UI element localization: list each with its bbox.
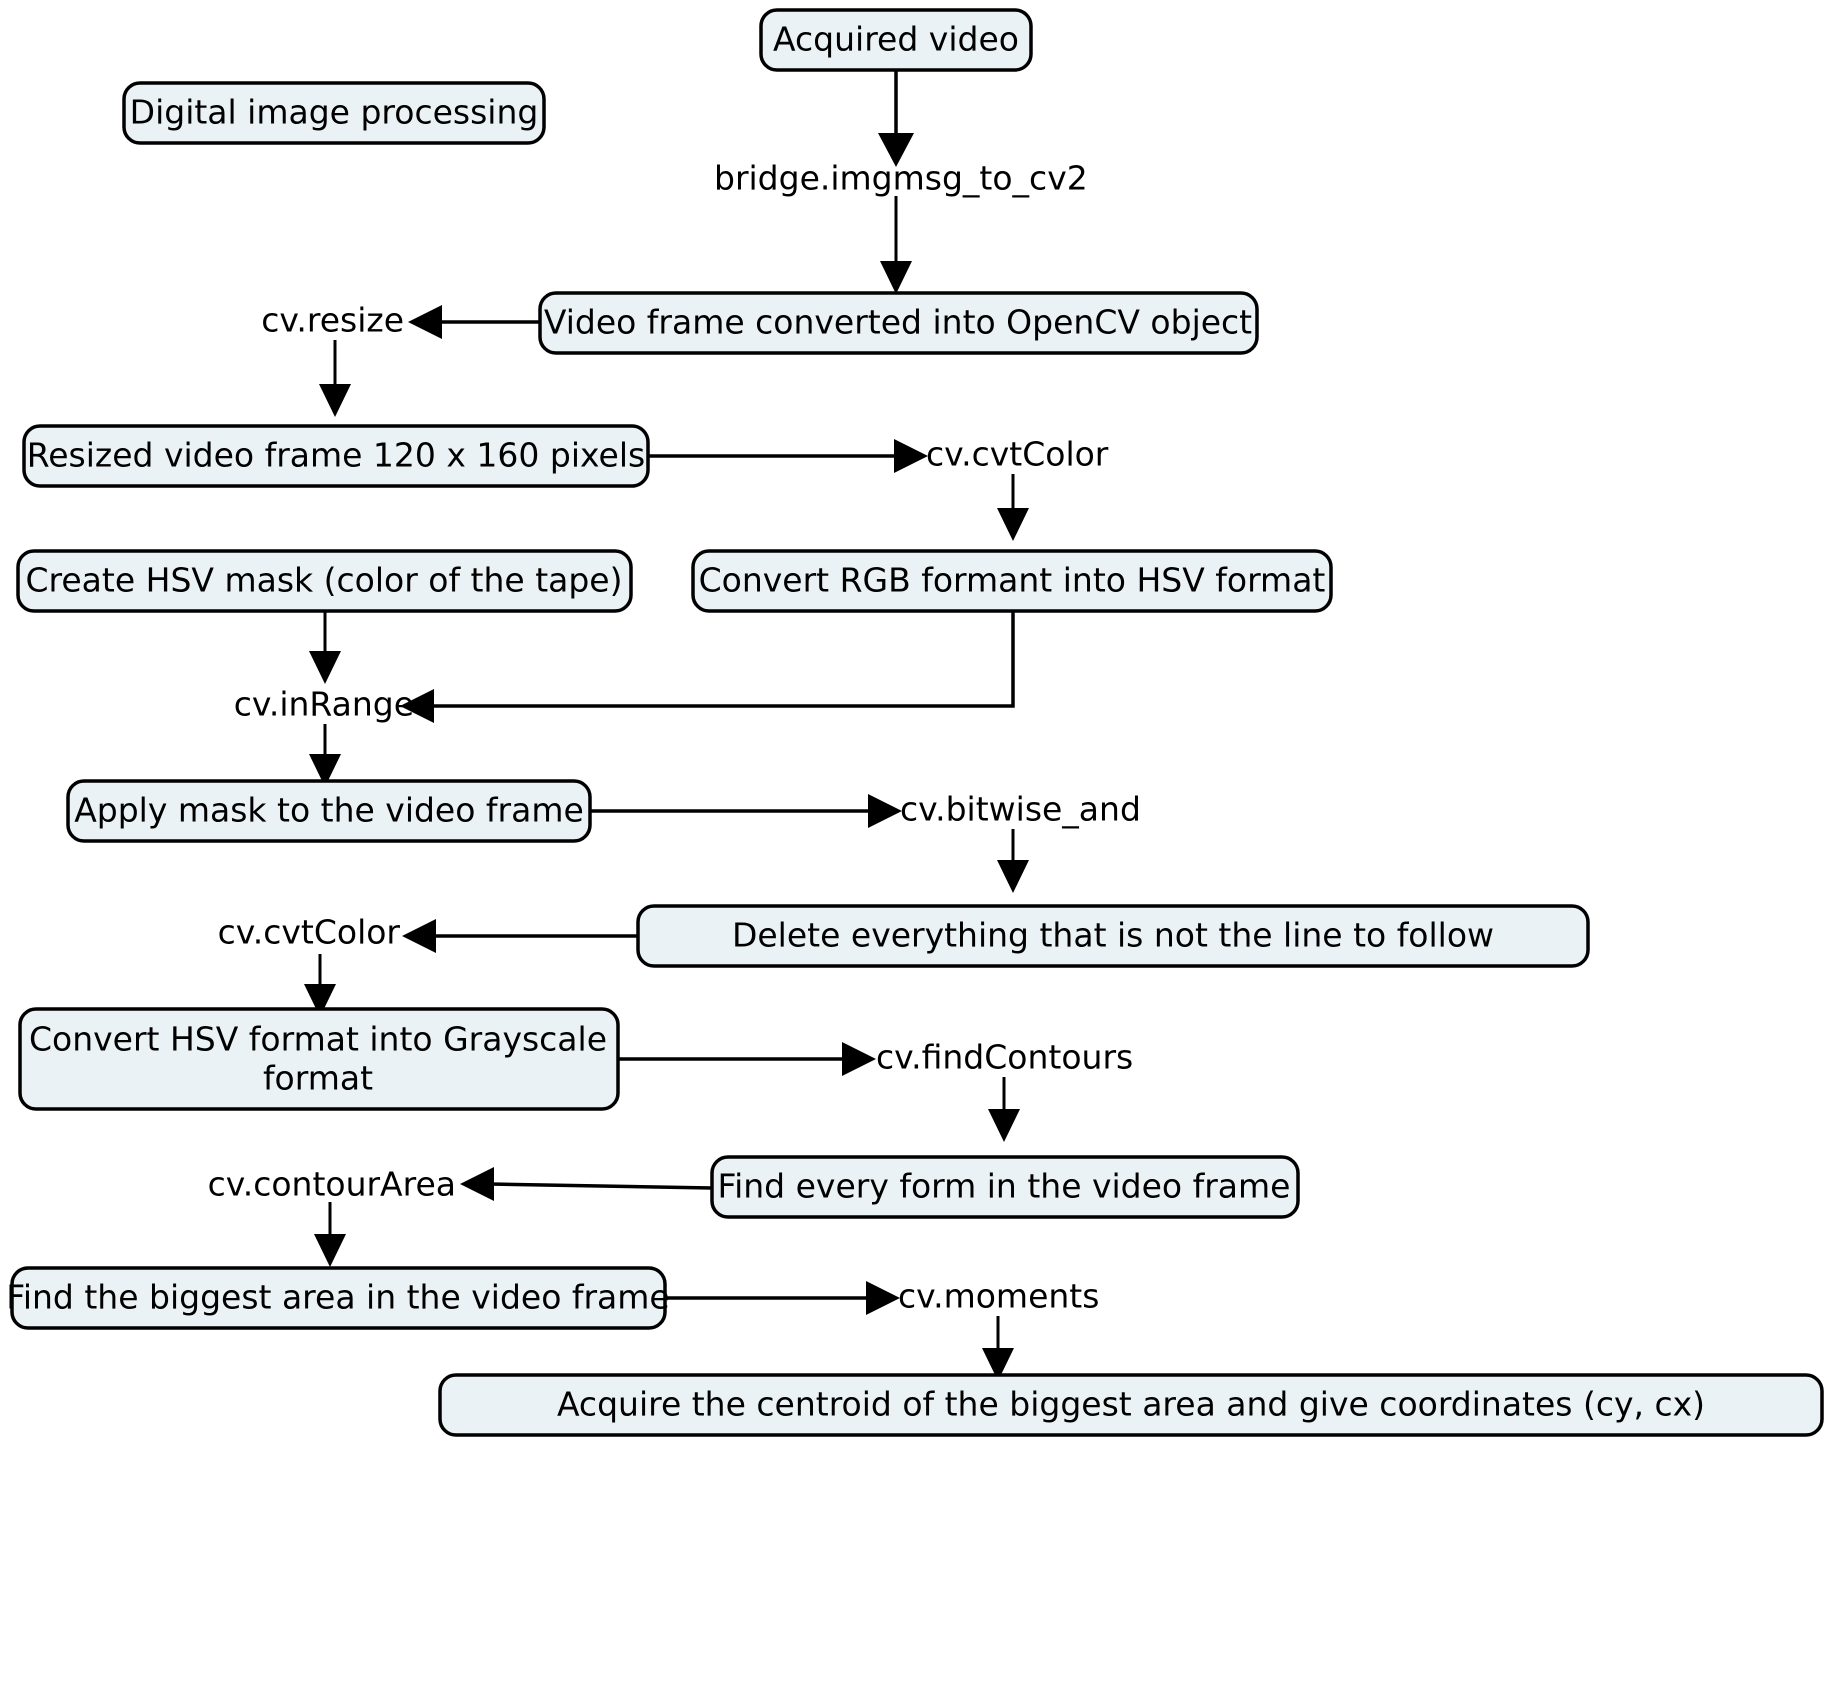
edge-resized-to-cvtcolor: [648, 439, 928, 473]
node-resized-frame[interactable]: Resized video frame 120 x 160 pixels: [22, 424, 650, 488]
node-acquired-video[interactable]: Acquired video: [759, 8, 1033, 72]
edge-bridge-to-videoframe: [880, 196, 912, 294]
edge-acquired-to-bridge: [878, 70, 914, 167]
node-label: Digital image processing: [130, 93, 539, 132]
edge-grayscale-to-findcontours: [618, 1042, 876, 1076]
edge-findcontours-to-findform: [988, 1077, 1020, 1142]
edge-label-cv-resize: cv.resize: [261, 301, 404, 340]
edge-cvtcolorgray-to-grayscale: [304, 954, 336, 1017]
edge-label-cv-contourarea: cv.contourArea: [208, 1165, 456, 1204]
node-label: Find every form in the video frame: [718, 1167, 1291, 1206]
edge-label-cv-findcontours: cv.findContours: [876, 1038, 1133, 1077]
node-delete-not-line[interactable]: Delete everything that is not the line t…: [636, 904, 1590, 968]
edge-applymask-to-bitwiseand: [590, 794, 902, 828]
node-find-every-form[interactable]: Find every form in the video frame: [710, 1155, 1300, 1219]
node-acquire-centroid[interactable]: Acquire the centroid of the biggest area…: [438, 1373, 1824, 1437]
node-convert-hsv-grayscale[interactable]: Convert HSV format into Grayscale format: [18, 1007, 620, 1111]
edge-converthsv-to-inrange: [400, 612, 1015, 723]
edge-inrange-to-applymask: [309, 724, 341, 787]
node-label-line1: Convert HSV format into Grayscale: [29, 1020, 607, 1059]
edge-findform-to-contourarea: [460, 1167, 713, 1201]
node-label: Video frame converted into OpenCV object: [544, 303, 1252, 342]
node-label: Apply mask to the video frame: [74, 791, 584, 830]
node-apply-mask[interactable]: Apply mask to the video frame: [66, 779, 592, 843]
node-label: Find the biggest area in the video frame: [6, 1278, 669, 1317]
node-label: Create HSV mask (color of the tape): [26, 561, 623, 600]
node-label-line2: format: [263, 1059, 373, 1098]
edge-cvtcolor-to-convertrgb: [997, 474, 1029, 541]
edge-contourarea-to-biggestarea: [314, 1202, 346, 1267]
edge-label-cv-bitwise-and: cv.bitwise_and: [900, 790, 1141, 829]
node-label: Resized video frame 120 x 160 pixels: [27, 436, 645, 475]
edge-label-cv-cvtcolor-rgb: cv.cvtColor: [926, 435, 1109, 474]
edge-hsvmask-to-inrange: [309, 612, 341, 684]
edge-label-cv-cvtcolor-gray: cv.cvtColor: [218, 913, 401, 952]
edge-moments-to-centroid: [982, 1316, 1014, 1381]
node-label: Delete everything that is not the line t…: [732, 916, 1494, 955]
edge-label-bridge-imgmsg-to-cv2: bridge.imgmsg_to_cv2: [714, 159, 1088, 198]
edge-cvresize-to-resized: [319, 340, 351, 417]
edge-bitwiseand-to-delete: [997, 829, 1029, 893]
edge-delete-to-cvtcolorgray: [402, 919, 638, 953]
edge-videoframe-to-cvresize: [408, 305, 540, 339]
edge-label-cv-inrange: cv.inRange: [234, 685, 414, 724]
node-label: Acquire the centroid of the biggest area…: [557, 1385, 1705, 1424]
edge-biggestarea-to-moments: [665, 1281, 900, 1315]
node-label: Convert RGB formant into HSV format: [699, 561, 1326, 600]
node-digital-image-processing[interactable]: Digital image processing: [122, 81, 546, 145]
edge-label-cv-moments: cv.moments: [898, 1277, 1099, 1316]
node-convert-rgb-hsv[interactable]: Convert RGB formant into HSV format: [691, 549, 1333, 613]
node-create-hsv-mask[interactable]: Create HSV mask (color of the tape): [16, 549, 633, 613]
node-find-biggest-area[interactable]: Find the biggest area in the video frame: [6, 1266, 670, 1330]
node-label: Acquired video: [773, 20, 1019, 59]
node-video-frame-opencv[interactable]: Video frame converted into OpenCV object: [538, 291, 1259, 355]
